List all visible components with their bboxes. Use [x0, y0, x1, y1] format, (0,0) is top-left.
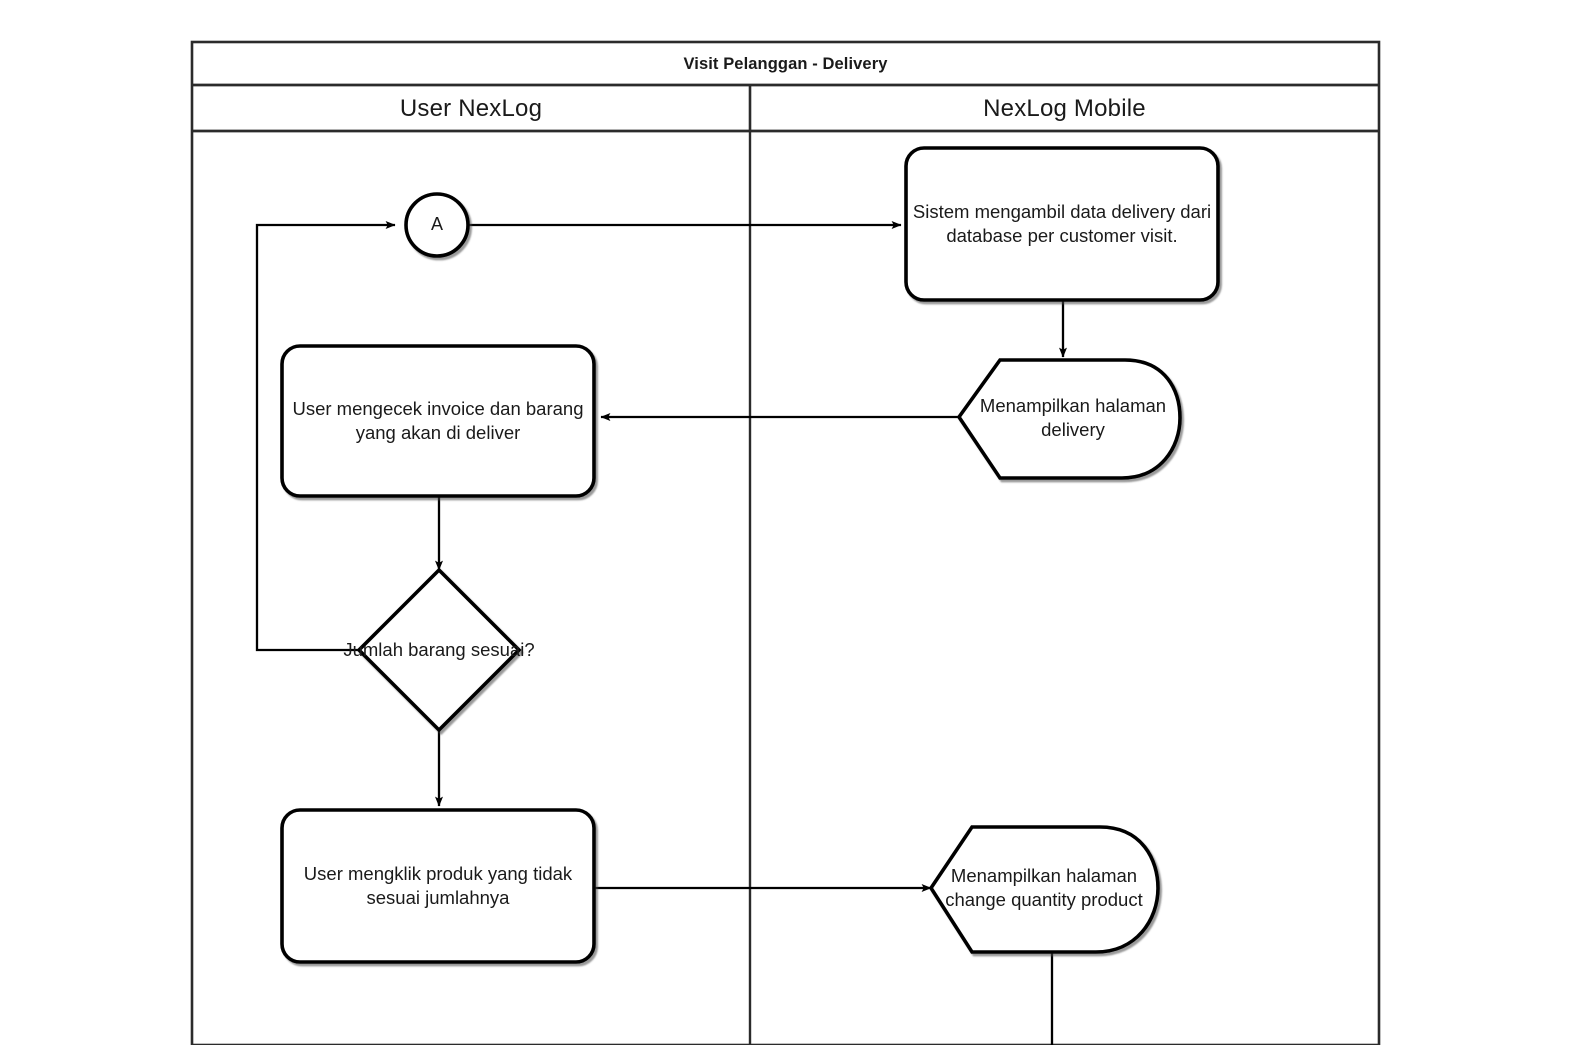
edge-decision-loop-back — [255, 221, 396, 652]
node-show-delivery-page[interactable] — [956, 358, 1182, 480]
node-fetch-delivery-data[interactable] — [904, 146, 1220, 302]
edge-layer — [255, 221, 1067, 1045]
node-quantity-decision[interactable] — [356, 567, 522, 733]
node-show-change-qty-page[interactable] — [928, 825, 1160, 954]
node-check-invoice[interactable] — [280, 344, 596, 498]
node-click-mismatch-product[interactable] — [280, 808, 596, 964]
node-connector-a[interactable] — [404, 192, 470, 258]
